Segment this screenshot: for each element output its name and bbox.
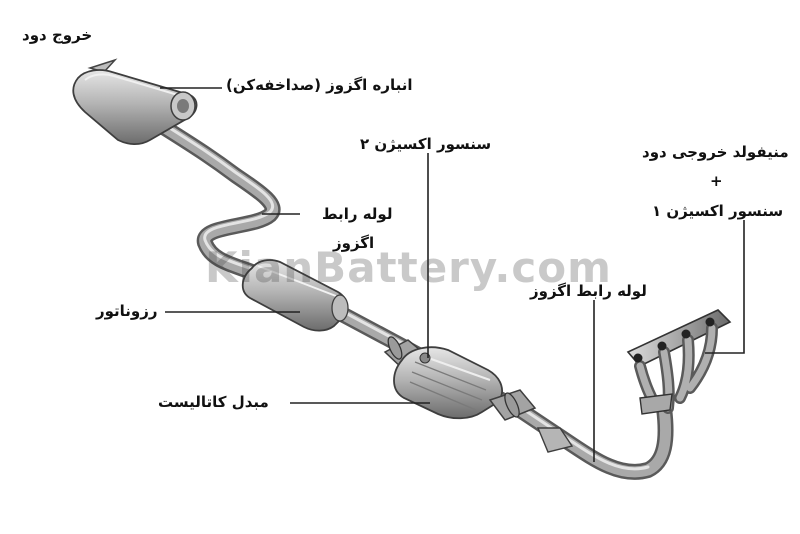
label-catalytic-converter: مبدل کاتالیست bbox=[158, 393, 269, 411]
label-link-pipe-1-line1: لوله رابط bbox=[322, 205, 393, 223]
label-manifold-line1: منیفولد خروجی دود bbox=[642, 143, 789, 161]
leader-manifold bbox=[705, 220, 745, 354]
label-manifold-plus: + bbox=[710, 172, 723, 190]
label-smoke-outlet: خروج دود bbox=[22, 26, 93, 44]
pipe-joints bbox=[387, 336, 574, 453]
leader-lines bbox=[160, 87, 745, 462]
label-resonator: رزوناتور bbox=[96, 302, 158, 320]
label-oxygen-sensor-2: سنسور اکسیژن ۲ bbox=[360, 135, 492, 153]
watermark-text: KianBattery.com bbox=[205, 243, 612, 292]
label-link-pipe-2: لوله رابط اگزوز bbox=[530, 282, 647, 300]
label-link-pipe-1-line2: اگزوز bbox=[333, 234, 375, 252]
resonator-body bbox=[241, 259, 349, 332]
exhaust-pipe bbox=[157, 120, 674, 480]
exhaust-manifold-body bbox=[626, 309, 732, 415]
label-muffler: انباره اگزوز (صداخفه‌کن) bbox=[226, 76, 413, 94]
label-manifold-line2: سنسور اکسیژن ۱ bbox=[652, 202, 784, 220]
